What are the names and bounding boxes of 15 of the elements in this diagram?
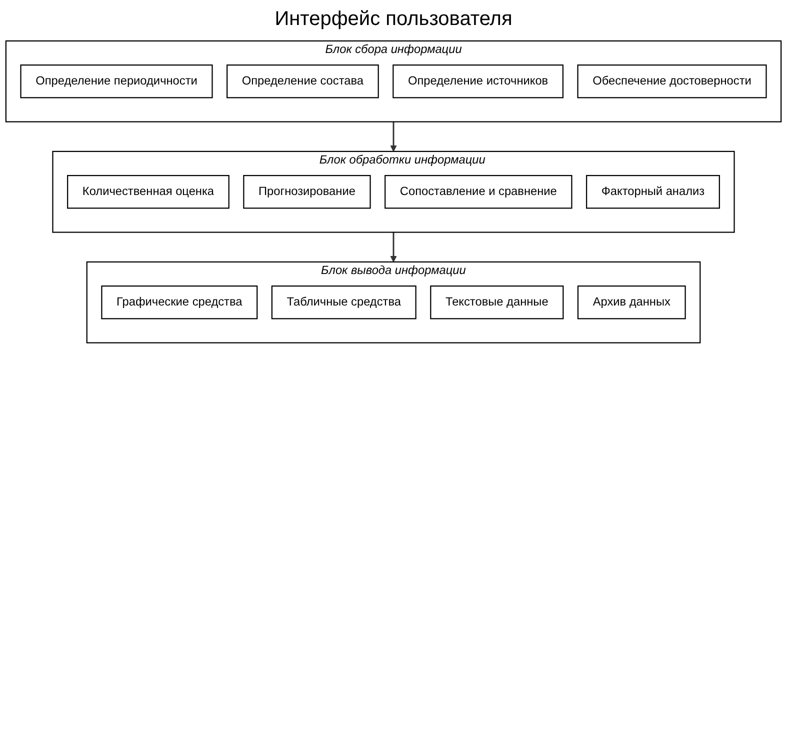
node-box: Определение периодичности (20, 64, 213, 98)
node-box: Текстовые данные (430, 286, 564, 320)
node-box: Графические средства (101, 286, 258, 320)
node-box: Сопоставление и сравнение (384, 174, 572, 209)
node-box: Количественная оценка (67, 174, 230, 209)
node-box: Прогнозирование (243, 174, 371, 209)
node-box: Факторный анализ (586, 174, 720, 209)
node-box: Определение источников (392, 64, 564, 98)
node-box: Определение состава (226, 64, 379, 98)
arrow (390, 122, 397, 152)
diagram-title: Интерфейс пользователя (274, 7, 514, 32)
node-box: Обеспечение достоверности (577, 64, 767, 98)
arrow (390, 232, 397, 262)
node-box: Табличные средства (271, 286, 416, 320)
node-box: Архив данных (577, 286, 686, 320)
